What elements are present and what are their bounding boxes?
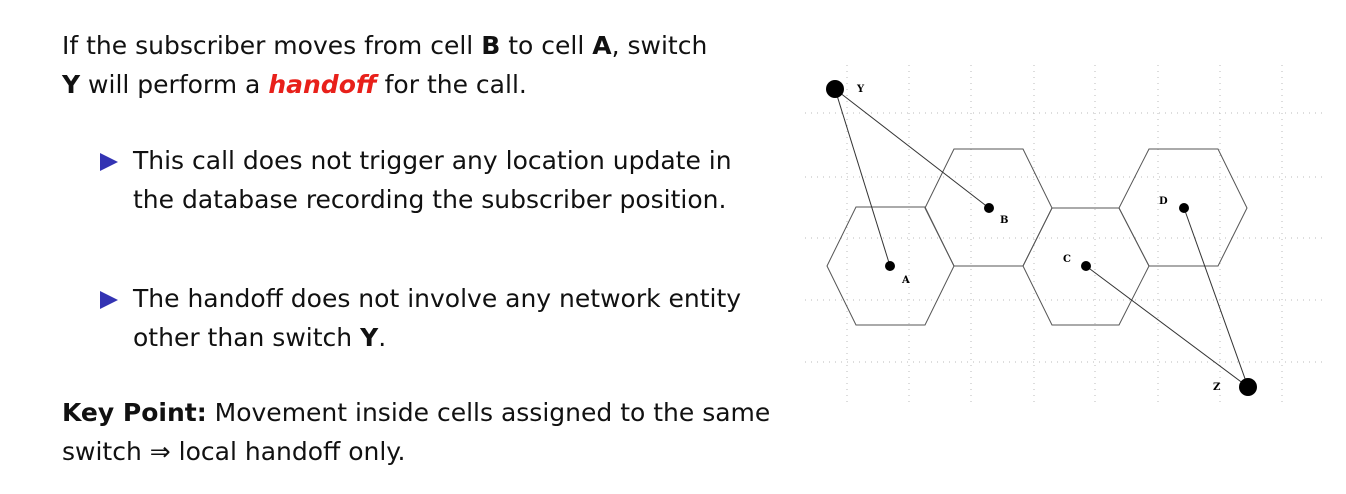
bullet-text-part: . bbox=[378, 323, 387, 352]
link-z-c bbox=[1085, 265, 1249, 388]
intro-text: If the subscriber moves from cell bbox=[62, 31, 482, 60]
bullet-text: The handoff does not involve any network… bbox=[133, 279, 780, 357]
cell-b-ref: B bbox=[481, 31, 501, 60]
label-b: B bbox=[1000, 215, 1008, 226]
bullet-item: This call does not trigger any location … bbox=[100, 141, 780, 219]
key-point: Key Point: Movement inside cells assigne… bbox=[62, 393, 792, 471]
station-a-node bbox=[885, 261, 895, 271]
key-point-label: Key Point: bbox=[62, 398, 207, 427]
bullet-text: This call does not trigger any location … bbox=[133, 146, 732, 214]
label-y: Y bbox=[856, 84, 865, 95]
handoff-term: handoff bbox=[268, 70, 377, 99]
switch-y-ref: Y bbox=[360, 323, 379, 352]
intro-text: to cell bbox=[500, 31, 593, 60]
intro-text: will perform a bbox=[80, 70, 269, 99]
switch-y-ref: Y bbox=[62, 70, 81, 99]
label-a: A bbox=[901, 275, 910, 286]
bullet-triangle-icon bbox=[100, 153, 118, 171]
station-c-node bbox=[1081, 261, 1091, 271]
station-b-node bbox=[984, 203, 994, 213]
switch-y-node bbox=[826, 80, 844, 98]
label-d: D bbox=[1159, 196, 1168, 207]
bullet-triangle-icon bbox=[100, 291, 118, 309]
key-point-text: Movement inside cells assigned to the sa… bbox=[62, 398, 771, 466]
link-y-a bbox=[834, 88, 891, 267]
label-c: C bbox=[1063, 254, 1071, 265]
link-y-b bbox=[834, 88, 990, 209]
switch-z-node bbox=[1239, 378, 1257, 396]
intro-paragraph: If the subscriber moves from cell B to c… bbox=[62, 26, 792, 104]
grid bbox=[805, 65, 1325, 405]
cell-a-ref: A bbox=[592, 31, 612, 60]
station-d-node bbox=[1179, 203, 1189, 213]
bullet-item: The handoff does not involve any network… bbox=[100, 279, 780, 357]
label-z: Z bbox=[1213, 382, 1220, 393]
intro-text: for the call. bbox=[376, 70, 527, 99]
link-z-d bbox=[1183, 207, 1249, 388]
bullet-text-part: The handoff does not involve any network… bbox=[133, 284, 742, 352]
intro-text: , switch bbox=[611, 31, 708, 60]
cell-d-hexagon bbox=[1118, 148, 1248, 267]
